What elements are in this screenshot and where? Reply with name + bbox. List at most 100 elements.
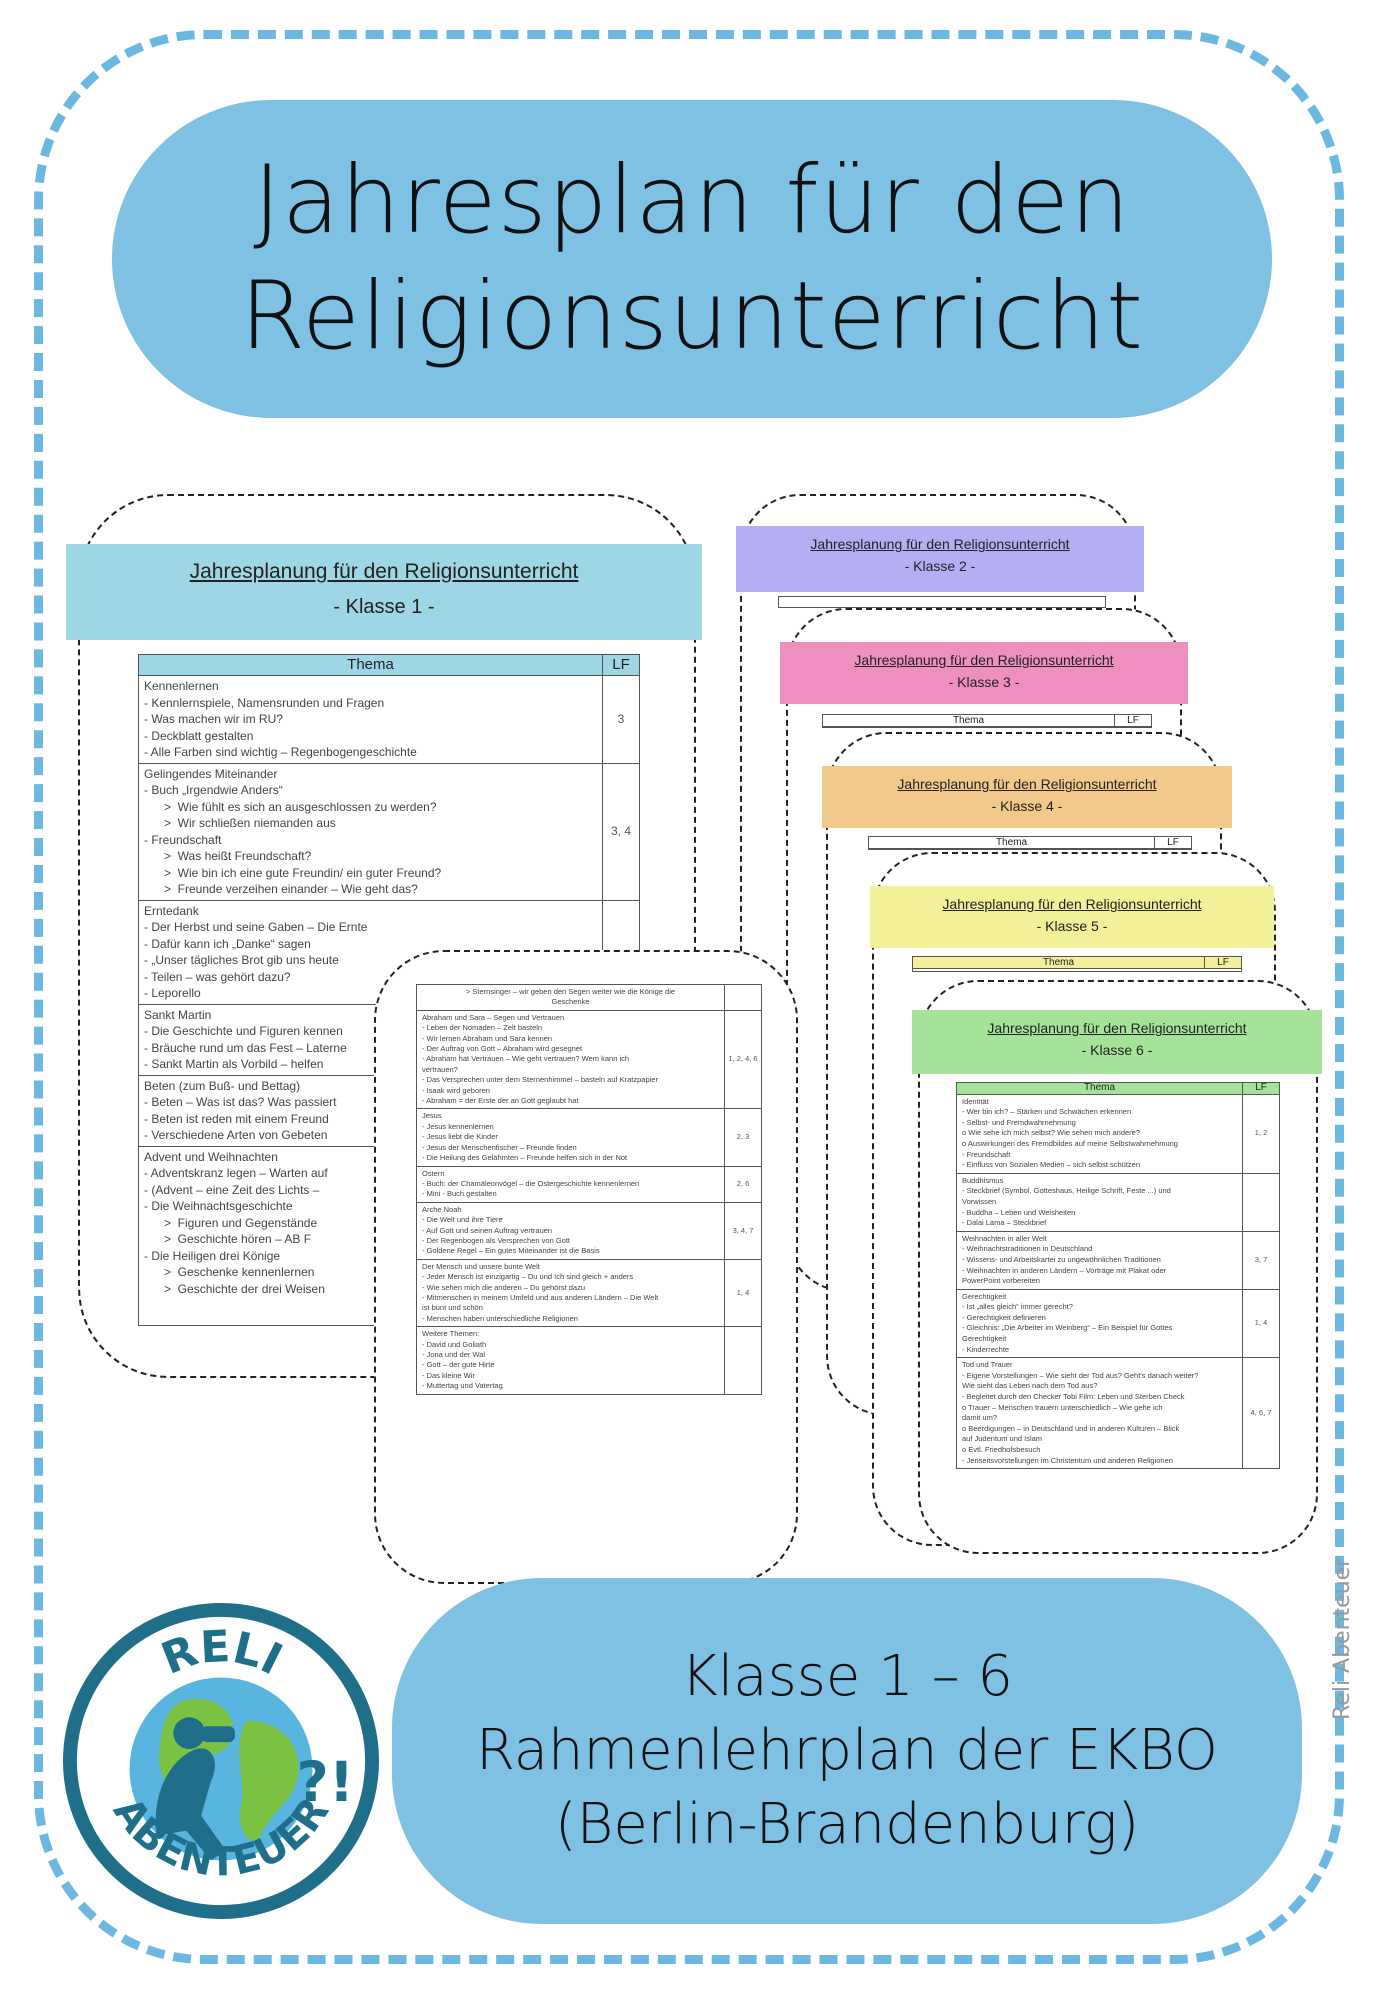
list-item: - Gott – der gute Hirte [422,1360,495,1370]
doc-title: Jahresplanung für den Religionsunterrich… [854,652,1114,668]
list-item: - Weihnachtstraditionen in Deutschland [962,1244,1093,1254]
table-row: Abraham und Sara – Segen und Vertrauen -… [417,1010,761,1110]
list-item: - Wie sehen mich die anderen – Du gehörs… [422,1282,586,1292]
class-label: - Klasse 6 - [1081,1042,1153,1058]
doc-klasse-1-header: Jahresplanung für den Religionsunterrich… [66,544,702,640]
list-item: - Verschiedene Arten von Gebeten [144,1128,328,1142]
list-item: > Wie fühlt es sich an ausgeschlossen zu… [144,799,437,814]
lf-value: 3 [617,712,625,726]
list-item: - Die Heiligen drei Könige [144,1248,281,1263]
binoculars-icon [201,1726,235,1743]
table-row: Gelingendes Miteinander - Buch „Irgendwi… [139,763,639,901]
list-item: - Der Herbst und seine Gaben – Die Ernte [144,920,368,934]
list-item: damit um? [962,1413,998,1423]
col-lf: LF [1255,1082,1267,1093]
row-head: Sankt Martin [144,1007,212,1022]
doc-title: Jahresplanung für den Religionsunterrich… [810,536,1070,552]
list-item: - Abraham hat Vertrauen – Wie geht vertr… [422,1054,630,1064]
col-lf: LF [1167,837,1179,848]
list-item: - Beten – Was ist das? Was passiert [144,1095,337,1109]
list-item: - Leporello [144,986,201,1000]
title-banner: Jahresplan für den Religionsunterricht [112,100,1272,418]
list-item: - Buch „Irgendwie Anders“ [144,783,283,797]
list-item: - Abraham = der Erste der an Gott geglau… [422,1096,579,1106]
list-item: auf Judentum und Islam [962,1434,1043,1444]
lf-value: 1, 4 [736,1287,750,1297]
list-item: - Was machen wir im RU? [144,712,283,726]
list-item: o Beerdigungen – in Deutschland und in a… [962,1423,1180,1433]
list-item: - Die Heilung des Gelähmten – Freunde he… [422,1153,628,1163]
row-head: Weitere Themen: [422,1329,480,1339]
list-item: - Die Welt und ihre Tiere [422,1215,503,1225]
subtitle-banner: Klasse 1 – 6 Rahmenlehrplan der EKBO (Be… [392,1578,1302,1924]
list-item: - Goldene Regel – Ein gutes Miteinander … [422,1246,600,1256]
row-head: Erntedank [144,903,199,918]
list-item: - Adventskranz legen – Warten auf [144,1166,328,1180]
list-item: Gerechtigkeit [962,1334,1007,1344]
list-item: - Steckbrief (Symbol, Gotteshaus, Heilig… [962,1186,1171,1196]
row-head: Der Mensch und unsere bunte Welt [422,1261,540,1271]
list-item: - Der Auftrag von Gott – Abraham wird ge… [422,1044,583,1054]
doc-klasse-3-header: Jahresplanung für den Religionsunterrich… [780,642,1188,704]
row-head: Arche Noah [422,1204,462,1214]
list-item: > Figuren und Gegenstände [144,1215,318,1230]
doc-klasse-4-table: Thema LF [868,836,1192,850]
list-item: o Auswirkungen des Fremdbildes auf meine… [962,1138,1178,1148]
doc-title: Jahresplanung für den Religionsunterrich… [897,776,1157,792]
list-item: - Deckblatt gestalten [144,728,254,743]
row-head: Abraham und Sara – Segen und Vertrauen [422,1012,565,1022]
list-item: - Kennlernspiele, Namensrunden und Frage… [144,695,385,710]
col-thema: Thema [869,837,1155,848]
list-item: - Die Weihnachtsgeschichte [144,1199,293,1213]
list-item: - Wissens- und Arbeitskartei zu ungewöhn… [962,1254,1161,1264]
row-head: Gelingendes Miteinander [144,766,278,781]
list-item: - Buch: der Chamäleonvögel – die Osterge… [422,1178,640,1188]
list-item: - Jona und der Wal [422,1350,486,1359]
doc-klasse-2-page-table: > Sternsinger – wir geben den Segen weit… [416,984,762,1395]
list-item: - Mitmenschen in meinem Umfeld und aus a… [422,1292,659,1302]
table-row: > Sternsinger – wir geben den Segen weit… [417,985,761,1011]
lf-value: 3, 4 [610,824,631,839]
list-item: - David und Goliath [422,1339,487,1349]
class-label: - Klasse 1 - [333,596,435,618]
row-head: Buddhismus [962,1175,1004,1185]
lf-value: 2, 3 [736,1132,750,1142]
subtitle-line-2: Rahmenlehrplan der EKBO [476,1718,1218,1783]
lf-value: 1, 4 [1254,1318,1268,1328]
list-item: > Geschichte der drei Weisen [144,1281,325,1296]
list-item: o Evtl. Friedhofsbesuch [962,1445,1041,1454]
row-head: Beten (zum Buß- und Bettag) [144,1078,301,1093]
doc-title: Jahresplanung für den Religionsunterrich… [189,560,579,583]
class-label: - Klasse 3 - [948,674,1020,690]
list-item: - Jesus liebt die Kinder [422,1132,498,1142]
table-row: Gerechtigkeit - Ist „alles gleich“ immer… [957,1289,1279,1359]
list-item: - Menschen haben unterschiedliche Religi… [422,1313,578,1323]
row-head: Ostern [422,1168,445,1178]
class-label: - Klasse 5 - [1036,918,1108,934]
subtitle-line-1: Klasse 1 – 6 [680,1644,1014,1709]
title-line-1: Jahresplan für den [253,146,1131,255]
list-item: PowerPoint vorbereiten [962,1276,1040,1286]
list-item: - Leben der Nomaden – Zelt basteln [422,1023,543,1033]
list-item: - Dalai Lama – Steckbrief [962,1218,1047,1228]
globe-land [239,1721,299,1841]
list-item: Vorwissen [962,1196,997,1206]
list-item: - Sankt Martin als Vorbild – helfen [144,1057,324,1071]
col-thema: Thema [139,655,603,675]
list-item: Geschenke [551,997,590,1007]
reli-abenteuer-logo: ?! RELI ABENTEUER [62,1602,380,1920]
subtitle-line-3: (Berlin-Brandenburg) [554,1792,1140,1857]
doc-title: Jahresplanung für den Religionsunterrich… [987,1020,1247,1036]
list-item: - Jesus kennenlernen [422,1121,494,1131]
lf-value: 3, 7 [1254,1254,1268,1264]
list-item: > Geschichte hören – AB F [144,1232,312,1246]
table-row: Arche Noah - Die Welt und ihre Tiere - A… [417,1202,761,1260]
doc-title: Jahresplanung für den Religionsunterrich… [942,896,1202,912]
list-item: - Buddha – Leben und Weisheiten [962,1207,1076,1217]
list-item: - Gleichnis: „Die Arbeiter im Weinberg“ … [962,1323,1173,1333]
row-head: Weihnachten in aller Welt [962,1233,1047,1243]
table-row: Advent und Weihnachten - Adventskranz le… [139,1146,639,1299]
list-item: > Was heißt Freundschaft? [144,849,312,863]
